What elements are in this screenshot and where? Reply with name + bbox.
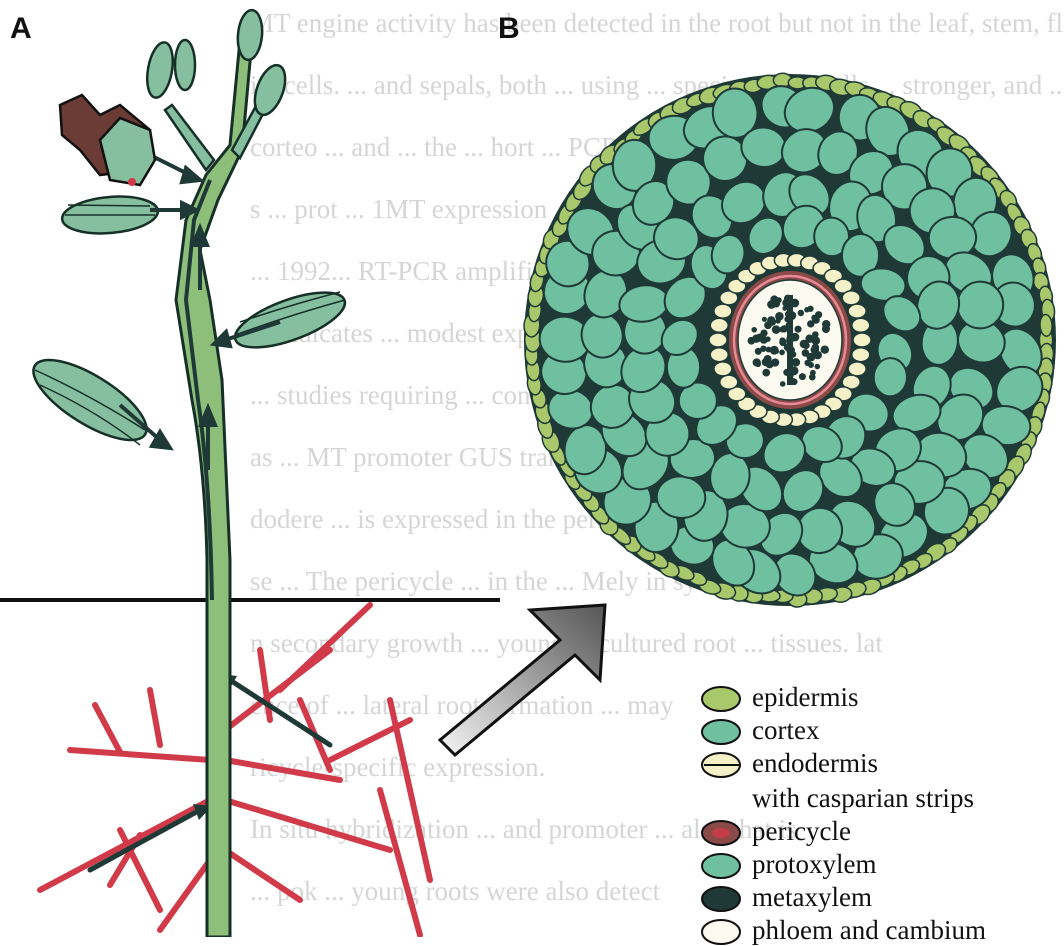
xylem-cell <box>760 329 767 336</box>
xylem-cell <box>770 346 779 355</box>
legend-item-epidermis: epidermis <box>700 682 1060 712</box>
root-hair-arrow <box>90 810 200 870</box>
xylem-cell <box>762 369 770 377</box>
legend-item-pericycle: pericycle <box>700 816 1060 846</box>
xylem-cell <box>809 374 816 381</box>
xylem-cell <box>764 355 772 363</box>
legend-label: metaxylem <box>752 882 872 913</box>
xylem-cell <box>779 350 785 356</box>
xylem-cell <box>755 361 761 367</box>
protoxylem-swatch <box>700 852 744 880</box>
xylem-cell <box>779 337 785 343</box>
silique <box>236 9 264 61</box>
epidermis-cell <box>1039 314 1052 336</box>
root-branch <box>225 605 430 935</box>
cortex-cell <box>873 358 907 397</box>
metaxylem-plate <box>787 295 793 385</box>
lateral-roots <box>40 605 430 935</box>
transition-arrow <box>440 605 605 755</box>
xylem-cell <box>812 331 819 338</box>
silique <box>143 40 176 99</box>
endodermis-cell <box>714 304 732 318</box>
legend-label: phloem and cambium <box>752 915 986 946</box>
legend-item-cortex: cortex <box>700 715 1060 745</box>
endodermis-swatch <box>700 751 744 779</box>
epidermis-swatch <box>700 685 744 713</box>
panel-label-a: A <box>10 12 32 46</box>
xylem-cell <box>762 317 767 322</box>
endodermis-cell <box>852 318 870 332</box>
legend-label: endodermis <box>752 748 878 779</box>
plant-illustration <box>0 9 500 937</box>
xylem-cell <box>822 320 830 328</box>
xylem-cell <box>807 320 814 327</box>
endodermis-cell <box>848 362 866 376</box>
xylem-cell <box>802 342 809 349</box>
xylem-cell <box>765 336 770 341</box>
xylem-cell <box>764 321 772 329</box>
xylem-cell <box>798 310 804 316</box>
legend-item-phloem: phloem and cambium <box>700 915 1060 945</box>
root-cross-section <box>523 73 1056 607</box>
xylem-cell <box>755 348 762 355</box>
flower <box>60 95 155 186</box>
xylem-cell <box>799 373 806 380</box>
endodermis-cell <box>710 348 728 362</box>
endodermis-cell <box>714 362 732 376</box>
endodermis-cell <box>848 304 866 318</box>
legend-item-metaxylem: metaxylem <box>700 882 1060 912</box>
legend-label: cortex <box>752 715 819 746</box>
xylem-cell <box>812 346 819 353</box>
panel-label-b: B <box>498 12 520 46</box>
phloem-swatch <box>700 918 744 946</box>
pericycle-swatch <box>700 819 744 847</box>
legend-label: protoxylem <box>752 849 876 880</box>
flower-dot <box>128 178 136 186</box>
xylem-cell <box>815 311 822 318</box>
legend-item-protoxylem: protoxylem <box>700 849 1060 879</box>
xylem-cell <box>772 325 781 334</box>
endodermis-cell <box>842 291 860 305</box>
xylem-cell <box>751 327 757 333</box>
legend-item-endodermis: endodermis <box>700 748 1060 778</box>
xylem-cell <box>780 381 786 387</box>
silique <box>22 345 158 455</box>
xylem-cell <box>794 326 801 333</box>
endodermis-cell <box>852 348 870 362</box>
endodermis-cell <box>853 333 871 347</box>
xylem-cell <box>815 364 821 370</box>
xylem-cell <box>821 345 829 353</box>
xylem-cell <box>802 349 810 357</box>
legend-endodermis-sub: with casparian strips <box>752 783 974 814</box>
legend-label: epidermis <box>752 682 858 713</box>
xylem-cell <box>748 337 756 345</box>
xylem-cell <box>775 312 784 321</box>
xylem-cell <box>807 306 813 312</box>
xylem-cell <box>771 358 779 366</box>
silique <box>175 40 195 90</box>
flower-stalk <box>165 105 214 170</box>
xylem-cell <box>776 297 782 303</box>
endodermis-cell <box>710 318 728 332</box>
endodermis-cell <box>720 375 738 389</box>
endodermis-cell <box>709 333 727 347</box>
xylem-cell <box>782 306 787 311</box>
root-branch <box>40 690 210 930</box>
legend-label: pericycle <box>752 816 851 847</box>
cortex-swatch <box>700 718 744 746</box>
metaxylem-swatch <box>700 885 744 913</box>
